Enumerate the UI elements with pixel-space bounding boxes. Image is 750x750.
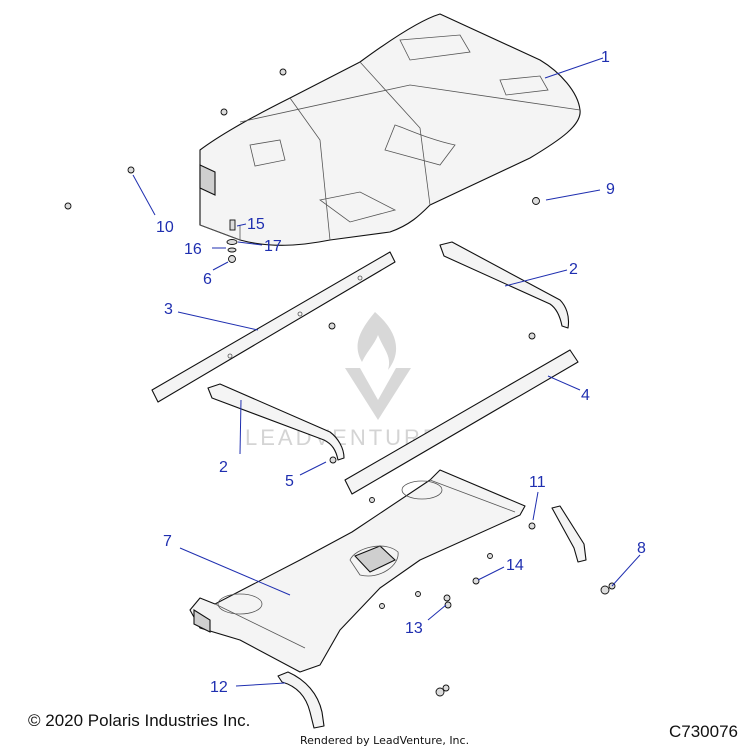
callout-9: 9 bbox=[606, 181, 615, 198]
callout-3: 3 bbox=[164, 301, 173, 318]
lower-hardware bbox=[277, 497, 616, 729]
callout-5: 5 bbox=[285, 473, 294, 490]
callout-labels: 1 2 3 4 2 5 6 7 8 9 10 11 12 13 14 15 16… bbox=[156, 49, 646, 696]
callout-12: 12 bbox=[210, 679, 228, 696]
callout-10: 10 bbox=[156, 219, 174, 236]
strip-part-4 bbox=[344, 349, 579, 495]
headliner-part-7 bbox=[189, 469, 526, 673]
roof-hardware bbox=[64, 68, 540, 210]
clips bbox=[328, 322, 536, 530]
callout-14: 14 bbox=[506, 557, 524, 574]
callout-4: 4 bbox=[581, 387, 590, 404]
leader-lines bbox=[132, 57, 641, 687]
callout-11: 11 bbox=[529, 474, 546, 491]
rendered-by-text: Rendered by LeadVenture, Inc. bbox=[300, 734, 470, 747]
callout-17: 17 bbox=[264, 238, 282, 255]
callout-1: 1 bbox=[601, 49, 610, 66]
drawing-id: C730076 bbox=[668, 722, 738, 741]
fastener-stack bbox=[226, 219, 238, 263]
copyright-text: © 2020 Polaris Industries Inc. bbox=[28, 711, 251, 730]
trim-part-2-lower bbox=[207, 383, 345, 461]
trim-part-2-upper bbox=[439, 241, 570, 329]
callout-7: 7 bbox=[163, 533, 172, 550]
callout-13: 13 bbox=[405, 620, 423, 637]
callout-15: 15 bbox=[247, 216, 265, 233]
callout-16: 16 bbox=[184, 241, 202, 258]
callout-8: 8 bbox=[637, 540, 646, 557]
rail-part-3 bbox=[151, 251, 396, 403]
callout-2-upper: 2 bbox=[569, 261, 578, 278]
roof-part bbox=[199, 13, 581, 246]
callout-2-lower: 2 bbox=[219, 459, 228, 476]
callout-6: 6 bbox=[203, 271, 212, 288]
